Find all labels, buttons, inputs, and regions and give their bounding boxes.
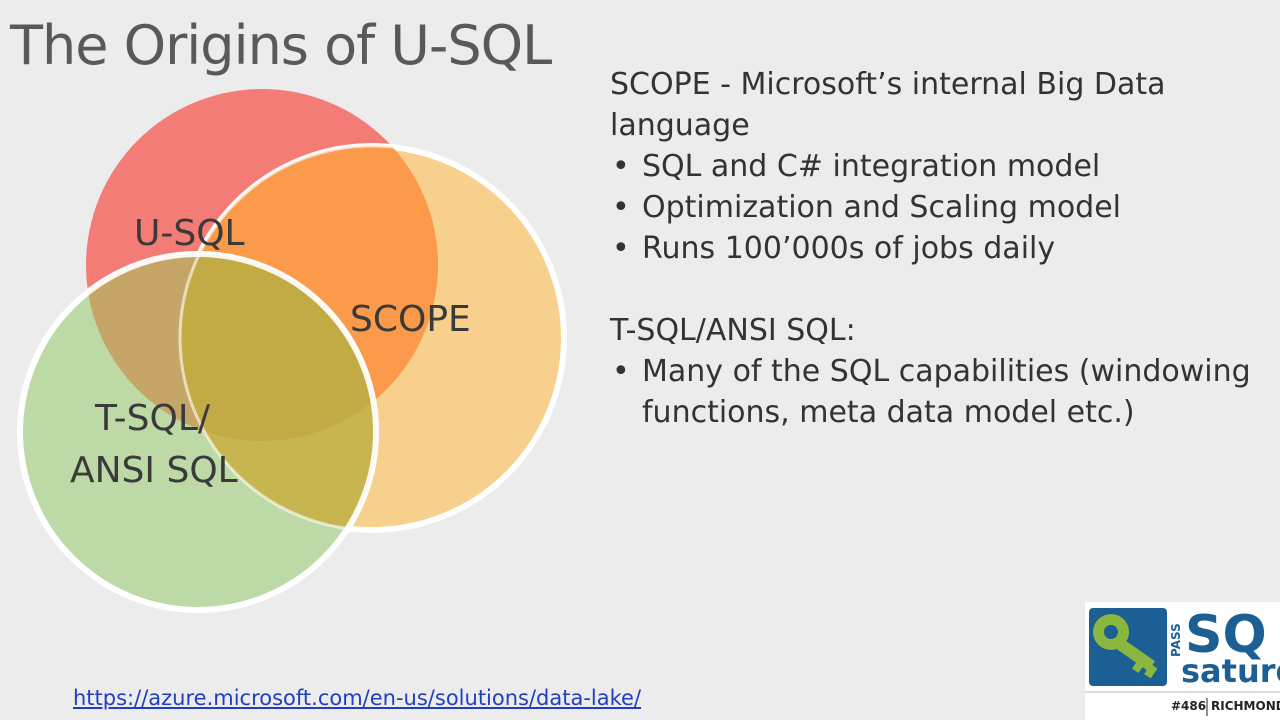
venn-diagram: U-SQL SCOPE T-SQL/ ANSI SQL: [0, 0, 600, 640]
scope-heading-line1: SCOPE - Microsoft’s internal Big Data: [610, 67, 1166, 102]
bullet-icon: •: [612, 149, 630, 184]
slide-title: The Origins of U-SQL: [10, 14, 552, 77]
scope-label: SCOPE: [350, 299, 471, 340]
list-item: •Many of the SQL capabilities (windowing…: [610, 351, 1270, 433]
list-item: •Runs 100’000s of jobs daily: [610, 228, 1270, 269]
scope-heading-line2: language: [610, 108, 750, 143]
list-item: •SQL and C# integration model: [610, 146, 1270, 187]
logo-saturday: saturd: [1181, 652, 1280, 690]
scope-bullet-list: •SQL and C# integration model •Optimizat…: [610, 146, 1270, 269]
logo-pass: PASS: [1169, 623, 1183, 657]
usql-label: U-SQL: [134, 213, 245, 254]
sqlsaturday-logo: PASS SQ saturd #486 RICHMOND: [1085, 602, 1280, 720]
bullet-icon: •: [612, 231, 630, 266]
logo-event-city: RICHMOND: [1211, 699, 1280, 713]
slide-body: SCOPE - Microsoft’s internal Big Data la…: [610, 64, 1270, 433]
bullet-icon: •: [612, 354, 630, 389]
tsql-heading: T-SQL/ANSI SQL:: [610, 313, 856, 348]
bullet-icon: •: [612, 190, 630, 225]
logo-sq: SQ: [1185, 605, 1267, 665]
key-icon: [1093, 614, 1158, 679]
data-lake-link[interactable]: https://azure.microsoft.com/en-us/soluti…: [73, 686, 642, 710]
tsql-label-line1: T-SQL/: [94, 398, 211, 439]
logo-event-number: #486: [1171, 699, 1206, 713]
tsql-label-line2: ANSI SQL: [70, 450, 238, 491]
list-item: •Optimization and Scaling model: [610, 187, 1270, 228]
tsql-bullet-list: •Many of the SQL capabilities (windowing…: [610, 351, 1270, 433]
